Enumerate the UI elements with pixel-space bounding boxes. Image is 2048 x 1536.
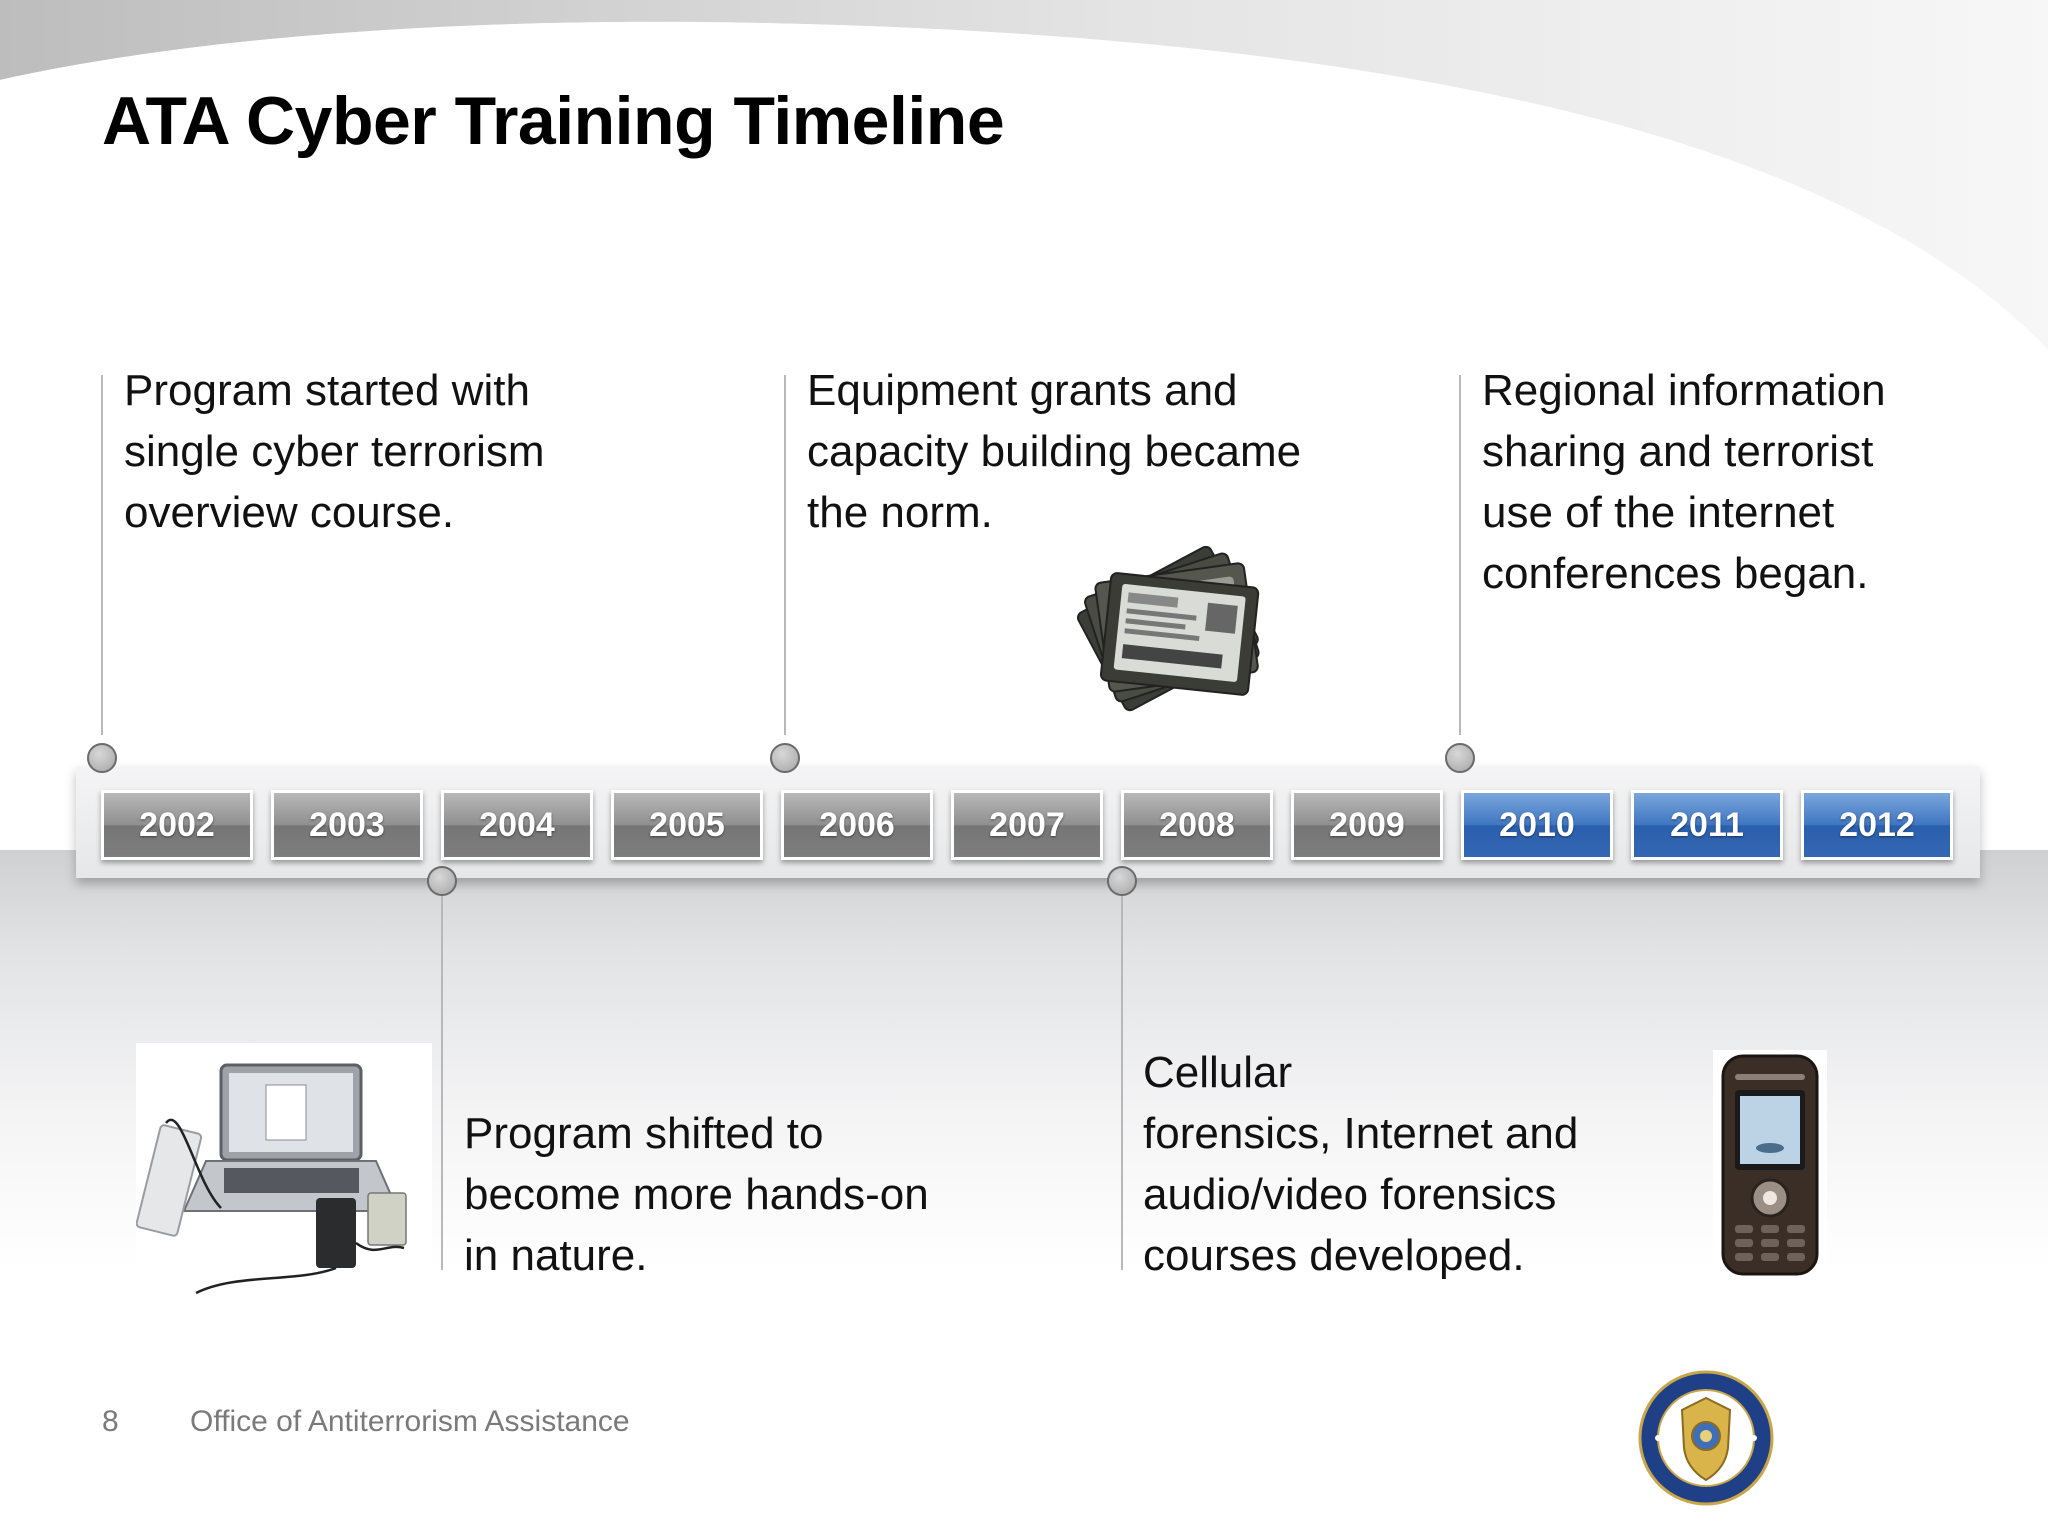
event-note-2004: Program shifted to become more hands-on … bbox=[464, 1103, 929, 1286]
year-2010: 2010 bbox=[1461, 790, 1613, 860]
note-line: sharing and terrorist bbox=[1482, 427, 1874, 476]
connector-2006 bbox=[784, 375, 786, 735]
year-2002: 2002 bbox=[101, 790, 253, 860]
cellphone-image bbox=[1713, 1050, 1827, 1280]
event-note-2002: Program started with single cyber terror… bbox=[124, 360, 545, 543]
note-line: courses developed. bbox=[1143, 1231, 1525, 1280]
laptop-image bbox=[136, 1043, 432, 1298]
note-line: Cellular bbox=[1143, 1048, 1293, 1097]
note-line: forensics, Internet and bbox=[1143, 1109, 1579, 1158]
note-line: Program started with bbox=[124, 366, 530, 415]
hard-drives-image bbox=[1076, 545, 1260, 712]
event-note-2008: Cellular forensics, Internet and audio/v… bbox=[1143, 1042, 1578, 1286]
note-line: use of the internet bbox=[1482, 488, 1835, 537]
note-line: Program shifted to bbox=[464, 1109, 824, 1158]
year-2011: 2011 bbox=[1631, 790, 1783, 860]
connector-2008 bbox=[1121, 895, 1123, 1270]
note-line: capacity building became bbox=[807, 427, 1302, 476]
event-note-2006: Equipment grants and capacity building b… bbox=[807, 360, 1301, 543]
note-line: Regional information bbox=[1482, 366, 1886, 415]
node-2004 bbox=[427, 866, 457, 896]
year-2005: 2005 bbox=[611, 790, 763, 860]
page-title: ATA Cyber Training Timeline bbox=[102, 83, 1005, 159]
year-2008: 2008 bbox=[1121, 790, 1273, 860]
event-note-2010: Regional information sharing and terrori… bbox=[1482, 360, 1886, 604]
connector-2004 bbox=[441, 895, 443, 1270]
note-line: become more hands-on bbox=[464, 1170, 929, 1219]
note-line: the norm. bbox=[807, 488, 993, 537]
node-2006 bbox=[770, 743, 800, 773]
page-number: 8 bbox=[102, 1405, 119, 1438]
node-2010 bbox=[1445, 743, 1475, 773]
note-line: single cyber terrorism bbox=[124, 427, 545, 476]
year-2009: 2009 bbox=[1291, 790, 1443, 860]
year-2006: 2006 bbox=[781, 790, 933, 860]
connector-2010 bbox=[1459, 375, 1461, 735]
node-2008 bbox=[1107, 866, 1137, 896]
node-2002 bbox=[87, 743, 117, 773]
seal-icon bbox=[1638, 1370, 1774, 1506]
year-2003: 2003 bbox=[271, 790, 423, 860]
year-2007: 2007 bbox=[951, 790, 1103, 860]
note-line: in nature. bbox=[464, 1231, 648, 1280]
year-2012: 2012 bbox=[1801, 790, 1953, 860]
header-swoosh bbox=[0, 0, 2048, 360]
footer-organization: Office of Antiterrorism Assistance bbox=[190, 1405, 630, 1438]
note-line: audio/video forensics bbox=[1143, 1170, 1557, 1219]
connector-2002 bbox=[101, 375, 103, 735]
year-2004: 2004 bbox=[441, 790, 593, 860]
note-line: Equipment grants and bbox=[807, 366, 1238, 415]
note-line: conferences began. bbox=[1482, 549, 1869, 598]
note-line: overview course. bbox=[124, 488, 455, 537]
